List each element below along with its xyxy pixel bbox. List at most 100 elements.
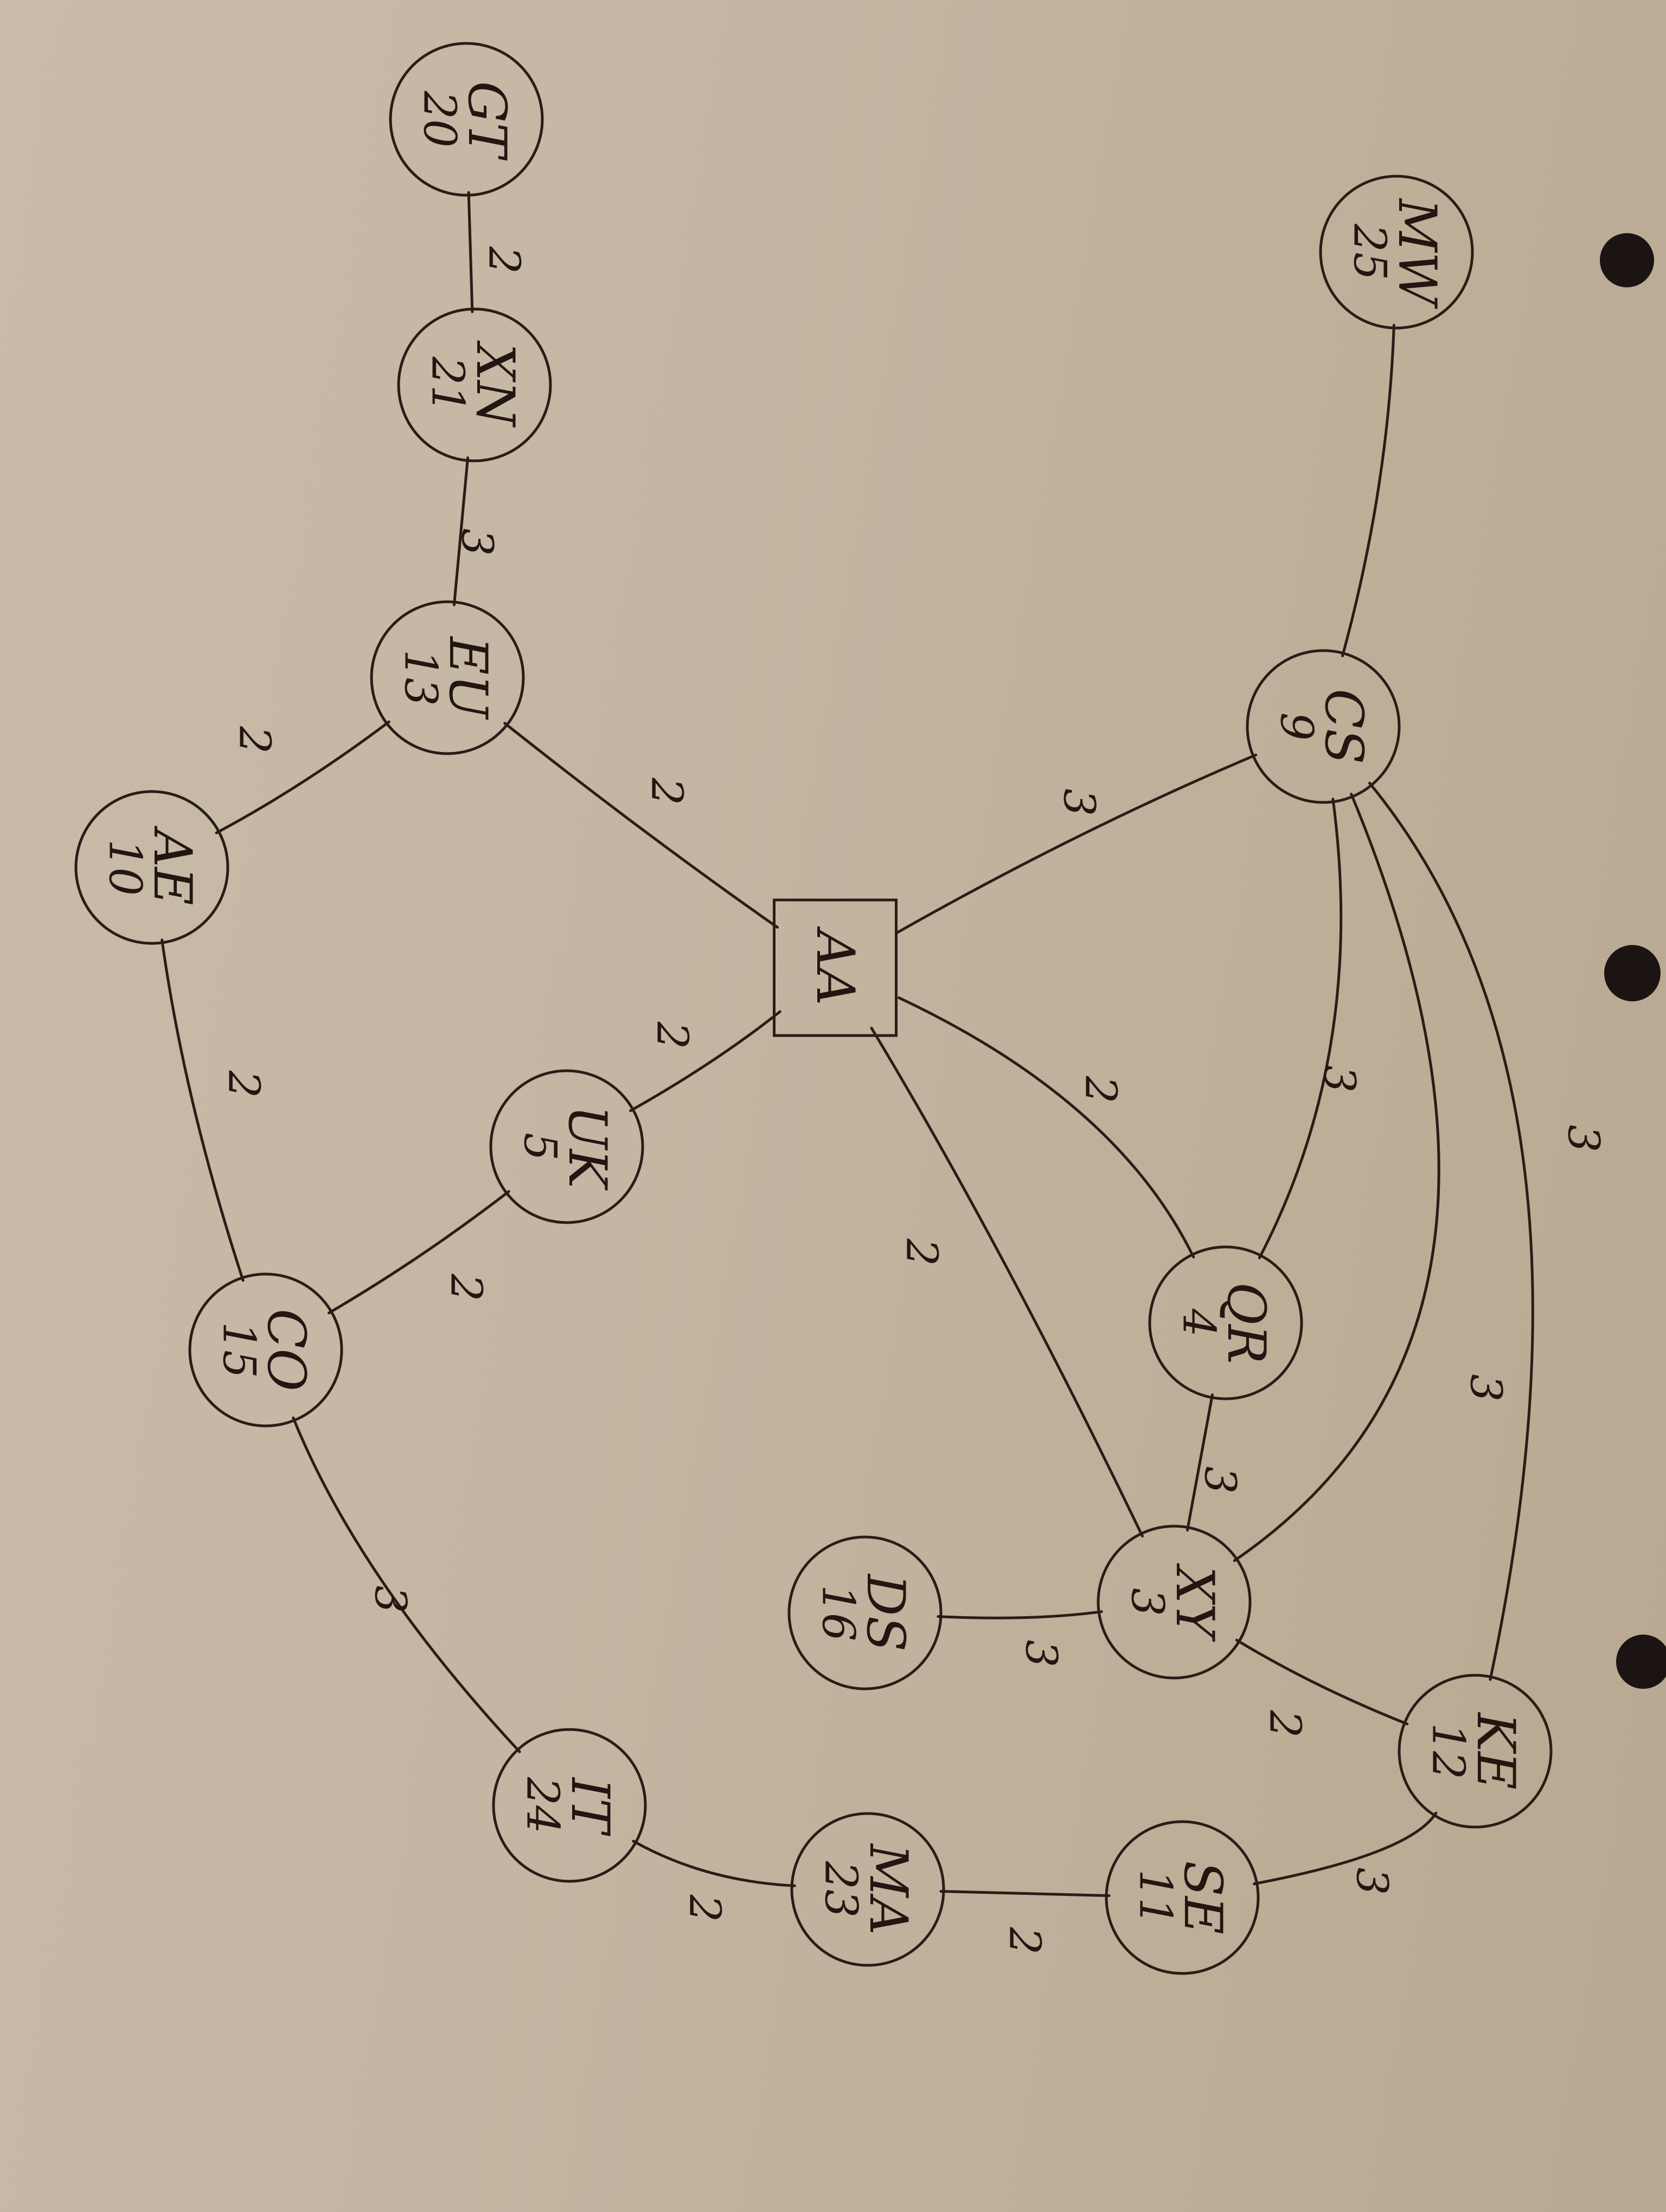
edge-weight-label: 2	[1260, 1710, 1311, 1738]
node-value: 13	[395, 650, 446, 706]
node-label: CS	[1313, 689, 1374, 764]
edge-co-it	[292, 1416, 521, 1753]
node-label: EU	[438, 636, 498, 721]
edge-aa-qr	[898, 996, 1195, 1259]
node-label: AA	[805, 926, 866, 1006]
edge-aa-xy	[870, 1026, 1144, 1538]
node-aa: AA	[773, 898, 898, 1037]
node-ellipse	[787, 1535, 943, 1690]
node-box	[773, 898, 898, 1037]
edge-gt-xn	[467, 191, 474, 313]
edge-weight-label: 2	[1076, 1076, 1126, 1104]
edge-weight-label: 3	[452, 529, 503, 556]
node-ellipse	[489, 1069, 644, 1224]
edge-eu-ae	[215, 720, 390, 834]
edge-aa-cs	[895, 754, 1258, 935]
node-label: SE	[1172, 1861, 1233, 1934]
edge-weight-label: 2	[642, 777, 693, 806]
node-label: DS	[855, 1573, 916, 1652]
node-label: GT	[457, 81, 517, 161]
edge-cs-qr	[1258, 798, 1343, 1259]
node-ellipse	[188, 1272, 343, 1427]
node-value: 3	[1122, 1588, 1173, 1616]
node-label: AE	[142, 825, 203, 905]
node-value: 11	[1130, 1869, 1181, 1926]
node-value: 24	[517, 1777, 568, 1834]
node-ellipse	[1398, 1674, 1553, 1829]
edge-cs-xy	[1233, 793, 1440, 1562]
node-ellipse	[1097, 1525, 1252, 1680]
edge-cs-mw	[1341, 324, 1395, 658]
edge-weight-label: 3	[1461, 1374, 1511, 1402]
edge-weight-label: 3	[366, 1586, 416, 1613]
node-label: MW	[1387, 198, 1447, 310]
edge-it-ma	[632, 1840, 796, 1887]
edge-weight-label: 2	[479, 246, 530, 274]
node-value: 9	[1271, 712, 1322, 741]
node-label: CO	[256, 1309, 317, 1391]
node-label: XY	[1164, 1562, 1225, 1642]
node-qr: QR4	[1148, 1245, 1303, 1400]
edge-aa-uk	[629, 1010, 781, 1113]
node-label: MA	[858, 1843, 919, 1935]
edge-weight-label: 2	[441, 1274, 492, 1302]
node-value: 12	[1422, 1723, 1474, 1779]
binder-hole	[1604, 945, 1661, 1001]
edge-weight-label: 2	[1000, 1927, 1050, 1955]
edge-weight-label: 2	[230, 726, 280, 754]
edge-ma-se	[939, 1889, 1111, 1898]
edge-eu-aa	[503, 722, 779, 929]
node-label: KE	[1465, 1712, 1526, 1790]
node-ellipse	[1319, 175, 1474, 330]
node-value: 5	[514, 1133, 566, 1161]
node-ellipse	[1246, 649, 1401, 804]
edge-uk-co	[327, 1190, 510, 1315]
node-ellipse	[1148, 1245, 1303, 1400]
node-value: 4	[1173, 1308, 1225, 1337]
node-cs: CS9	[1246, 649, 1401, 804]
edge-ke-xy	[1235, 1638, 1409, 1726]
node-value: 21	[422, 356, 473, 413]
node-value: 25	[1344, 223, 1395, 280]
node-value: 15	[213, 1322, 265, 1378]
binder-hole	[1616, 1635, 1666, 1689]
node-ellipse	[74, 790, 229, 945]
edge-weight-label: 3	[1195, 1467, 1246, 1494]
edge-ae-co	[161, 938, 245, 1282]
edge-se-ke	[1253, 1811, 1438, 1886]
node-ellipse	[389, 42, 544, 197]
node-ellipse	[492, 1728, 647, 1883]
edge-cs-ke	[1368, 781, 1534, 1681]
node-label: UK	[557, 1105, 618, 1191]
node-ellipse	[397, 307, 552, 462]
edge-xy-ds	[937, 1610, 1103, 1619]
node-value: 10	[99, 839, 151, 896]
edge-weight-label: 3	[1347, 1868, 1398, 1895]
edge-weight-label: 2	[219, 1070, 270, 1098]
edge-weight-label: 3	[1016, 1640, 1067, 1668]
node-ellipse	[790, 1812, 945, 1967]
node-ellipse	[370, 600, 525, 755]
edge-xn-eu	[452, 456, 470, 607]
node-label: IT	[560, 1777, 620, 1836]
node-xy: XY3	[1097, 1525, 1252, 1680]
edge-weight-label: 3	[1054, 789, 1105, 816]
binder-hole	[1600, 233, 1654, 287]
binder-holes	[1600, 233, 1666, 1689]
node-label: QR	[1216, 1282, 1277, 1364]
edge-weight-label: 2	[648, 1021, 698, 1050]
